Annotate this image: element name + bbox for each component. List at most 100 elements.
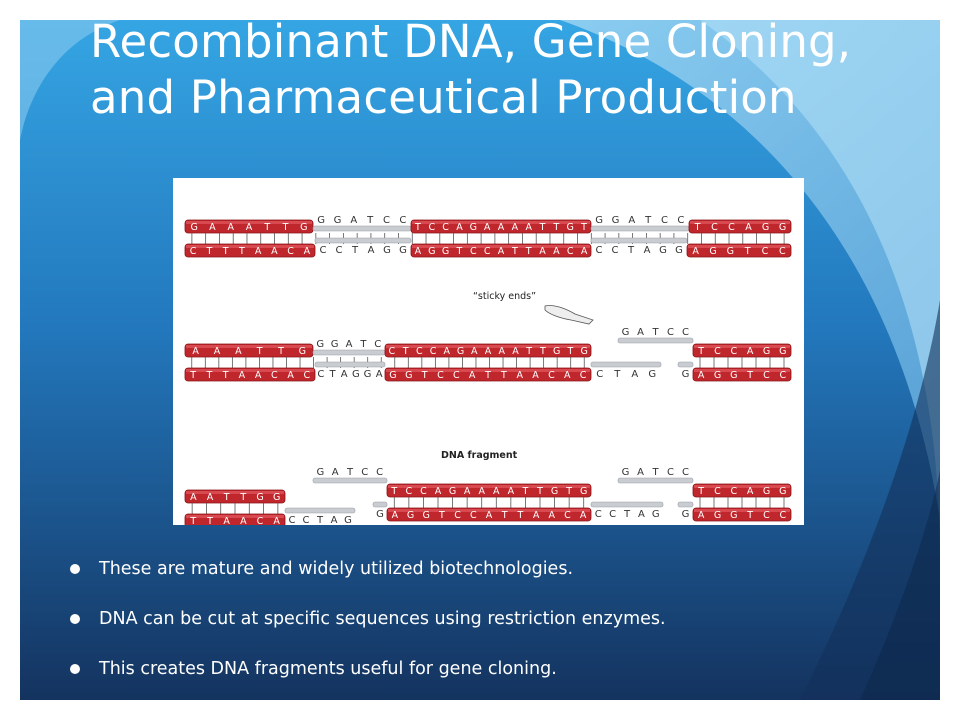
row2-right-sticky-strand bbox=[617, 337, 694, 344]
row3-left-top-base: A bbox=[207, 492, 214, 503]
row1-right-top-base: G bbox=[762, 222, 769, 233]
row1-mid-top-base: T bbox=[580, 222, 587, 233]
row3-left-bottom-base: A bbox=[273, 516, 280, 525]
row2-right-top-base: T bbox=[697, 346, 704, 357]
row3-frag-sticky-bottom-strand bbox=[590, 501, 664, 508]
row2-mid-bottom-base: G bbox=[405, 370, 412, 381]
row3-right-top-base: G bbox=[763, 486, 770, 497]
row1-mid-top-base: T bbox=[539, 222, 546, 233]
row3-right-sticky-base: C bbox=[667, 467, 674, 478]
slide-title: Recombinant DNA, Gene Cloning, and Pharm… bbox=[90, 14, 920, 126]
row2-right-bottom-base: C bbox=[780, 370, 787, 381]
row1-site2-top-base: G bbox=[612, 215, 620, 226]
row3-frag-bottom-base: T bbox=[438, 510, 445, 521]
row3-right-top-base: C bbox=[731, 486, 738, 497]
row1-right-top-base: T bbox=[694, 222, 701, 233]
row3-frag-bottom-base: G bbox=[423, 510, 430, 521]
row1-site2-top-base: T bbox=[644, 215, 652, 226]
row3-frag-bottom-base: C bbox=[564, 510, 571, 521]
row2-site-top-base: C bbox=[374, 339, 381, 350]
row1-mid-top-base: A bbox=[456, 222, 463, 233]
row3-left-bottom-base: T bbox=[206, 516, 213, 525]
row1-mid-bottom-base: A bbox=[415, 246, 422, 257]
row1-mid-bottom-base: C bbox=[484, 246, 491, 257]
row2-mid-bottom-base: C bbox=[437, 370, 444, 381]
row2-mid-bottom-base: T bbox=[500, 370, 507, 381]
row3-frag-bottom-base: A bbox=[392, 510, 399, 521]
row3-frag-sticky-top-base: C bbox=[361, 467, 368, 478]
row3-right-top-base: T bbox=[697, 486, 704, 497]
row1-mid-top-base: G bbox=[567, 222, 574, 233]
row3-frag-sticky-top-strand bbox=[312, 477, 388, 484]
row2-right-bottom-end-strand bbox=[677, 361, 694, 368]
row2-right-sticky-base: C bbox=[667, 327, 674, 338]
row2-mid-bottom-base: T bbox=[484, 370, 491, 381]
row1-site1-bottom-strand bbox=[314, 237, 412, 244]
row3-left-sticky-strand bbox=[284, 507, 356, 514]
row2-right-sticky-base: G bbox=[622, 327, 630, 338]
row2-mid-top-base: T bbox=[539, 346, 546, 357]
row1-site1-top-base: A bbox=[350, 215, 357, 226]
row2-left-bottom-base: C bbox=[271, 370, 278, 381]
row2-left-top-base: T bbox=[256, 346, 263, 357]
row1-right-bottom-highlight bbox=[688, 245, 790, 248]
row1-mid-top-base: G bbox=[470, 222, 477, 233]
row1-mid-bottom-base: G bbox=[442, 246, 449, 257]
row3-right-top-base: C bbox=[714, 486, 721, 497]
row3-right-bottom-base: G bbox=[730, 510, 737, 521]
row1-site2-bottom-base: C bbox=[596, 245, 603, 256]
row3-left-top-base: T bbox=[239, 492, 246, 503]
row1-site1-bottom-base: T bbox=[351, 245, 359, 256]
row1-mid-top-base: C bbox=[442, 222, 449, 233]
row2-mid-top-base: A bbox=[498, 346, 505, 357]
row3-frag-top-base: T bbox=[390, 486, 397, 497]
row1-mid-bottom-base: G bbox=[428, 246, 435, 257]
row2-left-top-base: A bbox=[214, 346, 221, 357]
row2-site-top-strand bbox=[312, 349, 386, 356]
row1-left-bottom-highlight bbox=[186, 245, 314, 248]
row3-left-sticky-base: G bbox=[344, 515, 352, 525]
row1-mid-bottom-base: A bbox=[553, 246, 560, 257]
row2-right-bottom-end-base: G bbox=[682, 369, 690, 380]
row1-mid-top-base: T bbox=[552, 222, 559, 233]
bullet-dot-icon bbox=[70, 564, 80, 574]
row2-right-sticky-base: T bbox=[651, 327, 659, 338]
row3-frag-bottom-base: G bbox=[407, 510, 414, 521]
row3-right-bottom-base: T bbox=[746, 510, 753, 521]
row2-right-top-base: C bbox=[731, 346, 738, 357]
row1-mid-bottom-base: A bbox=[539, 246, 546, 257]
row1-mid-bottom-base: C bbox=[470, 246, 477, 257]
row2-right-sticky-base: C bbox=[682, 327, 689, 338]
row3-right-top-highlight bbox=[694, 485, 790, 488]
row3-frag-top-base: G bbox=[449, 486, 456, 497]
row3-frag-top-base: C bbox=[406, 486, 413, 497]
title-line-1: Recombinant DNA, Gene Cloning, bbox=[90, 15, 852, 68]
row3-right-bottom-end-strand bbox=[677, 501, 694, 508]
row1-site1-top-base: C bbox=[383, 215, 390, 226]
row1-left-top-base: A bbox=[227, 222, 234, 233]
row2-left-top-base: G bbox=[299, 346, 306, 357]
row2-left-bottom-base: T bbox=[222, 370, 229, 381]
row1-right-bottom-base: G bbox=[709, 246, 716, 257]
row1-site2-top-base: G bbox=[595, 215, 603, 226]
row1-left-bottom-base: T bbox=[222, 246, 229, 257]
row3-left-top-highlight bbox=[186, 491, 284, 494]
row1-mid-bottom-base: T bbox=[456, 246, 463, 257]
row2-left-top-highlight bbox=[186, 345, 312, 348]
row1-right-bottom-base: G bbox=[727, 246, 734, 257]
row2-left-top-base: T bbox=[277, 346, 284, 357]
row1-left-top-base: T bbox=[282, 222, 289, 233]
row1-site1-top-strand bbox=[312, 225, 412, 232]
row2-left-top-base: A bbox=[192, 346, 199, 357]
row1-left-top-base: A bbox=[246, 222, 253, 233]
row3-frag-sticky-top-base: A bbox=[332, 467, 339, 478]
row2-mid-top-base: C bbox=[416, 346, 423, 357]
row3-frag-bottom-base: T bbox=[516, 510, 523, 521]
row2-left-bottom-base: T bbox=[189, 370, 196, 381]
row2-left-top-base: A bbox=[235, 346, 242, 357]
bullet-item: This creates DNA fragments useful for ge… bbox=[70, 651, 666, 701]
row1-mid-top-base: A bbox=[512, 222, 519, 233]
row2-cut-bottom-base: G bbox=[648, 369, 656, 380]
row3-right-bottom-base: G bbox=[714, 510, 721, 521]
bullet-text: This creates DNA fragments useful for ge… bbox=[99, 659, 557, 679]
